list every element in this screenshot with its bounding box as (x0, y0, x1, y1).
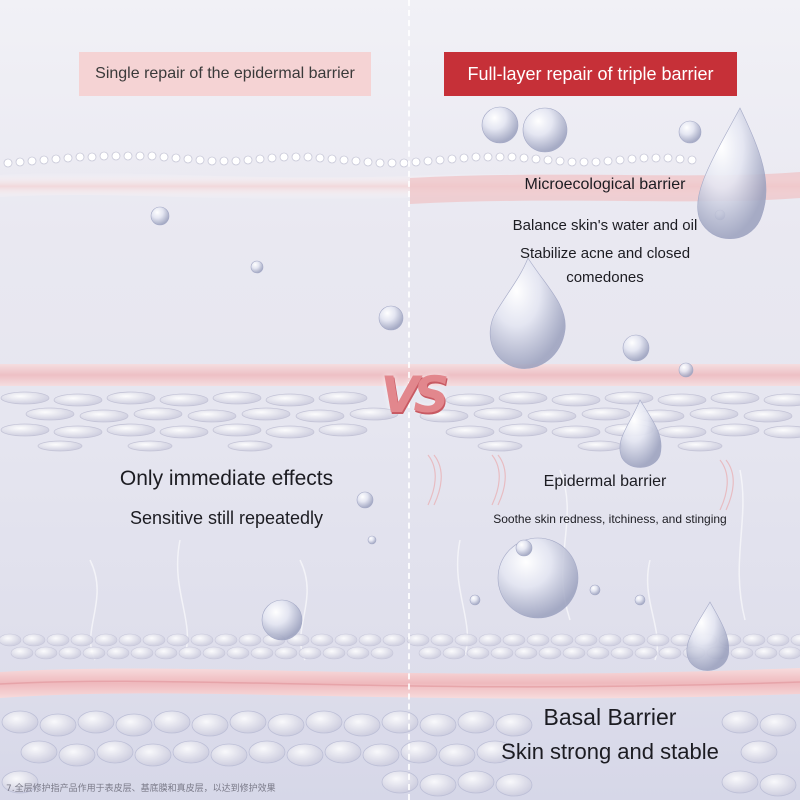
basal-cells (0, 633, 800, 660)
center-divider (408, 0, 410, 800)
basal-pink-membrane (0, 668, 800, 699)
epidermal-cells (0, 391, 800, 452)
basal-title: Basal Barrier (543, 704, 677, 730)
water-bubbles (150, 106, 726, 641)
footnote: 7.全层修护指产品作用于表皮层、基底膜和真皮层，以达到修护效果 (6, 784, 276, 794)
left-panel-label: Single repair of the epidermal barrier (79, 52, 371, 96)
mid-pink-band (0, 364, 800, 386)
basal-subtitle: Skin strong and stable (501, 739, 719, 764)
vs-badge: VS (380, 366, 450, 424)
microecological-line-3: comedones (566, 269, 644, 286)
dermal-fibres (89, 469, 746, 661)
microecological-line-2: Stabilize acne and closed (519, 245, 691, 262)
microecological-line-1: Balance skin's water and oil (512, 217, 698, 234)
right-panel-label: Full-layer repair of triple barrier (444, 52, 737, 96)
dermal-bubbles (1, 710, 797, 797)
top-bead-chain (3, 151, 697, 168)
left-effect-title: Only immediate effects (119, 467, 334, 490)
epidermal-subtitle: Soothe skin redness, itchiness, and stin… (493, 512, 727, 526)
microecological-title: Microecological barrier (524, 176, 686, 193)
left-effect-subtitle: Sensitive still repeatedly (129, 508, 324, 528)
pink-fibre-bundles (427, 454, 734, 511)
water-droplets (489, 107, 767, 671)
epidermal-title: Epidermal barrier (543, 473, 667, 490)
